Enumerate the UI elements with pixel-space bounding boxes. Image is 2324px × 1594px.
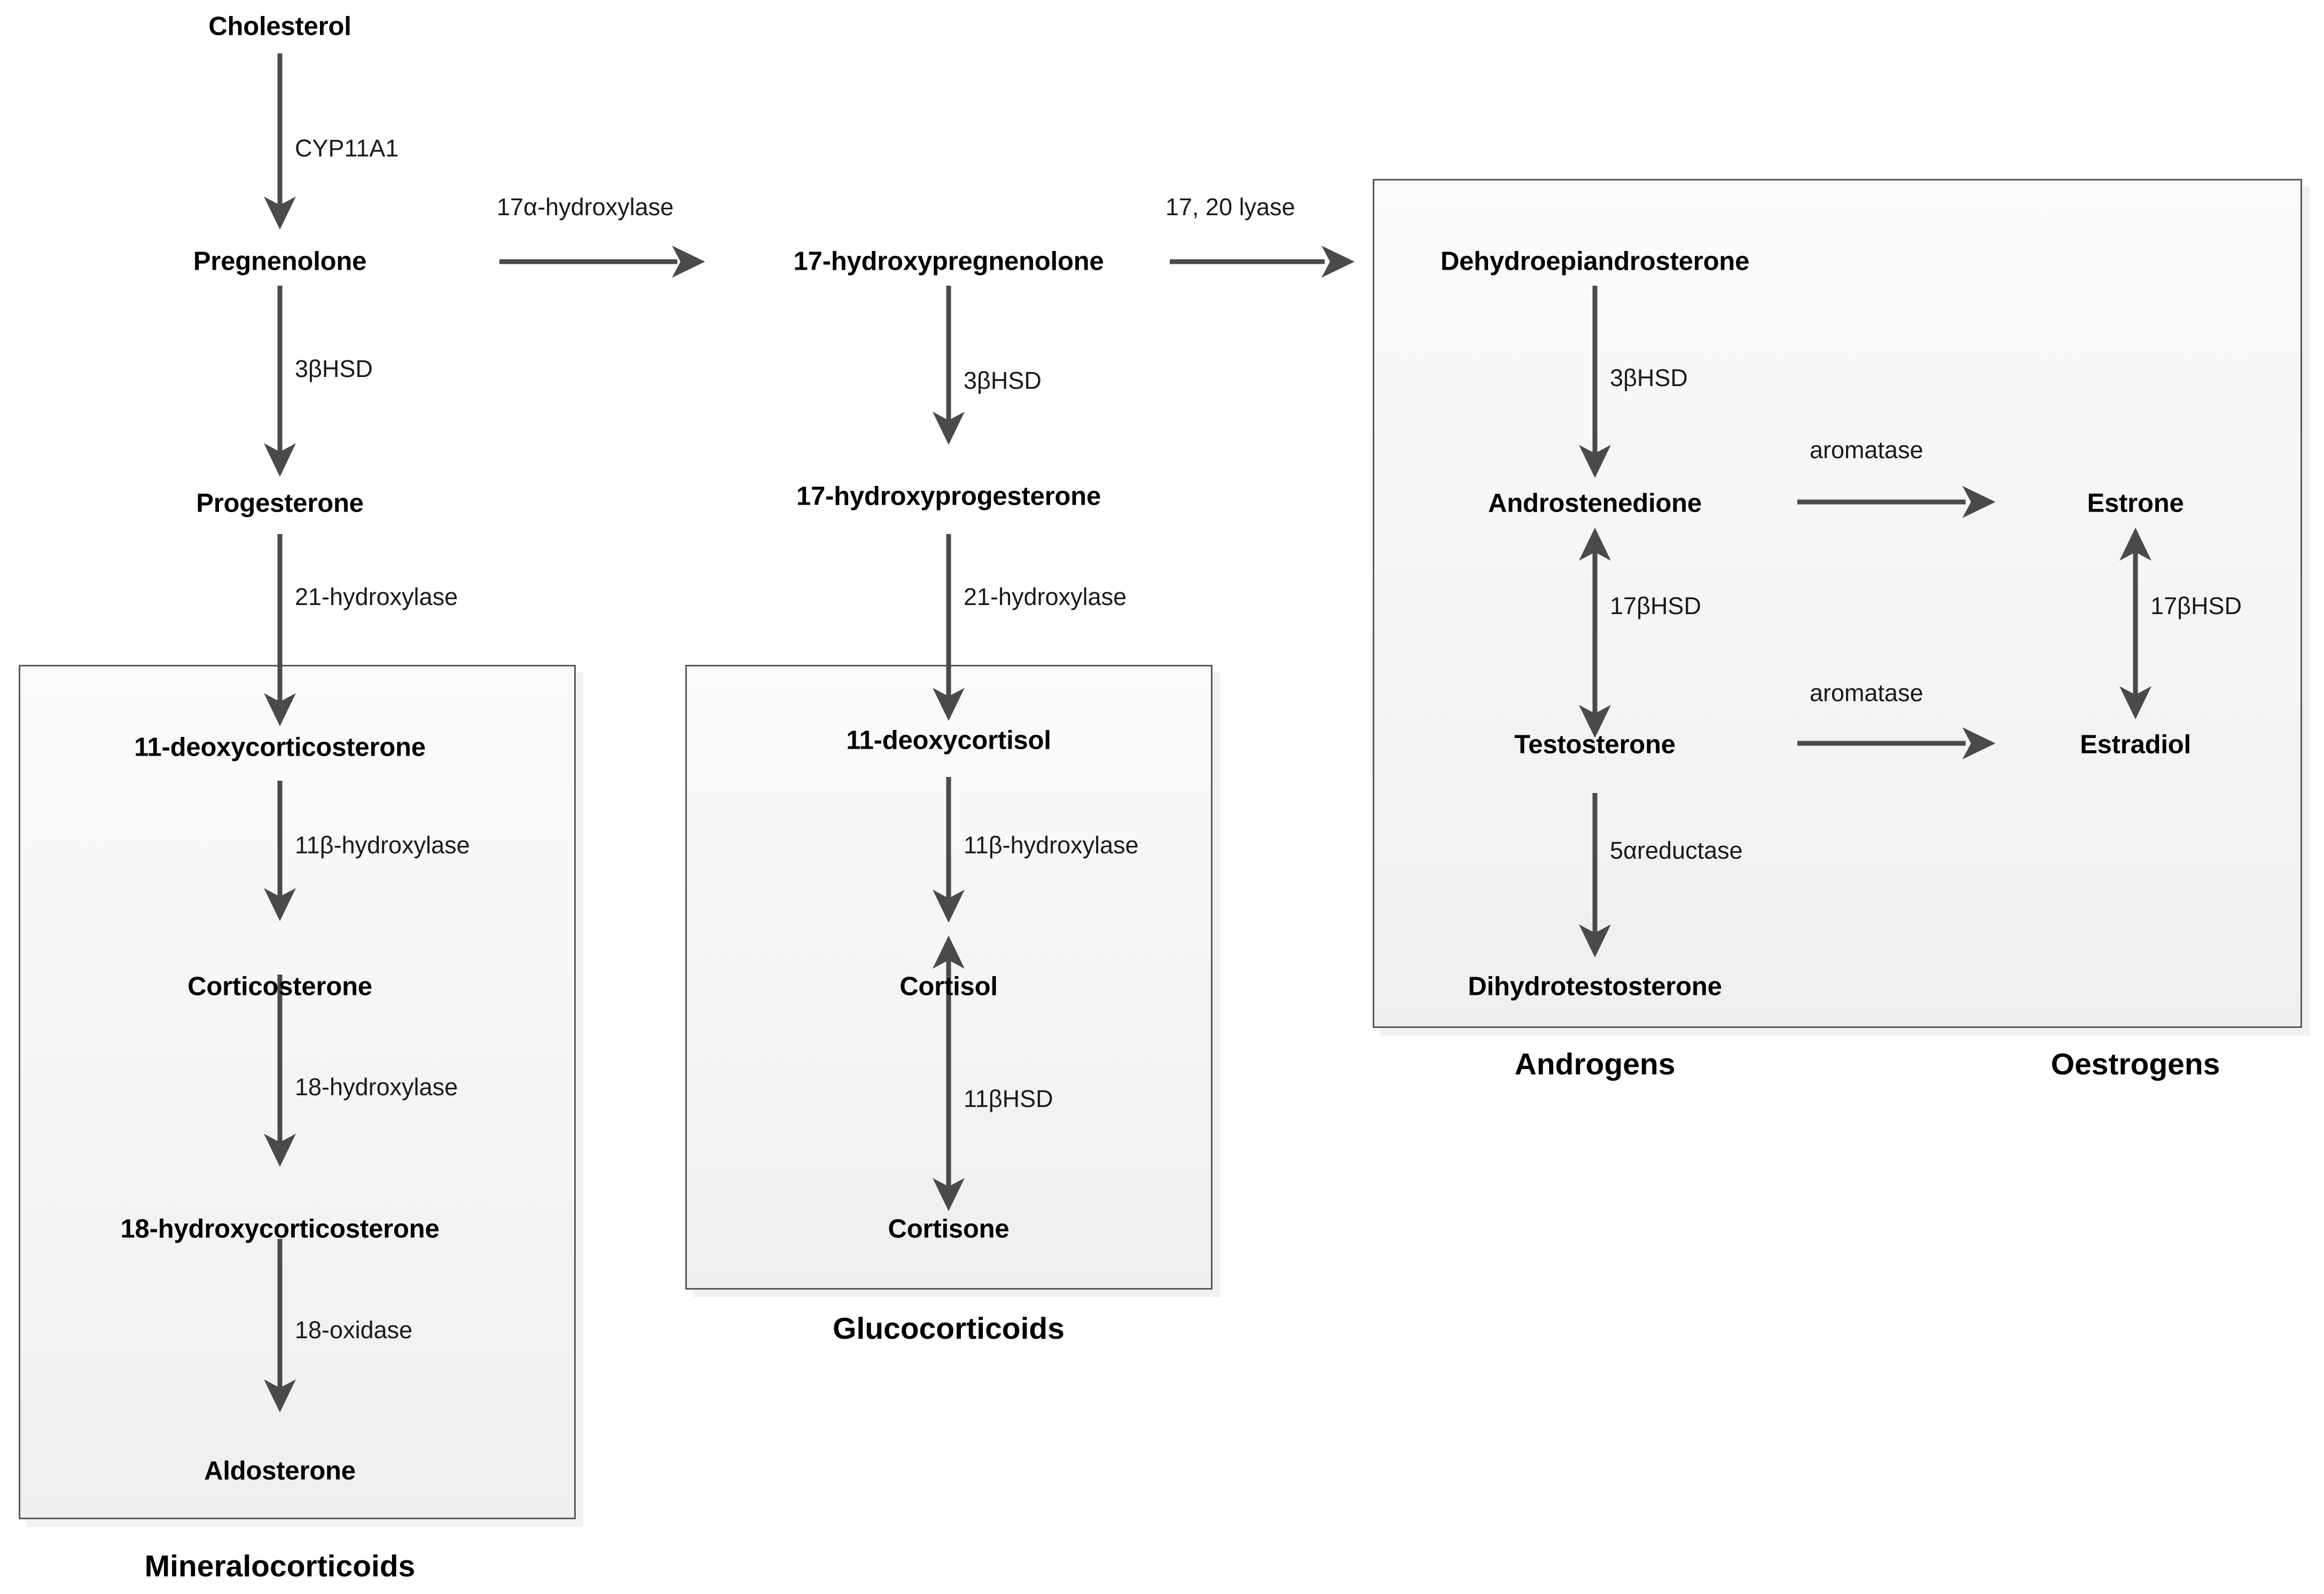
group-caption-mineralocorticoids: Mineralocorticoids xyxy=(144,1549,416,1583)
group-caption-oestrogens: Oestrogens xyxy=(2051,1047,2220,1081)
arrow-cholesterol-pregnenolone xyxy=(264,53,296,230)
enzyme-label-3bhsd-mid: 3βHSD xyxy=(964,367,1042,394)
enzyme-label-17bhsd-androgen: 17βHSD xyxy=(1610,592,1701,619)
enzyme-label-17bhsd-oestrogen: 17βHSD xyxy=(2150,592,2242,619)
enzyme-label-cyp11a1: CYP11A1 xyxy=(295,135,399,162)
enzyme-label-18-hydroxylase: 18-hydroxylase xyxy=(295,1073,458,1101)
node-17-hydroxypregnenolone: 17-hydroxypregnenolone xyxy=(793,247,1104,276)
arrow-pregnenolone-hydroxypregnenolone xyxy=(499,246,705,278)
enzyme-label-5a-reductase: 5αreductase xyxy=(1610,837,1743,864)
node-11-deoxycortisol: 11-deoxycortisol xyxy=(846,726,1051,755)
enzyme-label-17-20-lyase: 17, 20 lyase xyxy=(1165,193,1295,221)
node-corticosterone: Corticosterone xyxy=(187,972,372,1001)
node-estradiol: Estradiol xyxy=(2080,730,2191,759)
enzyme-label-aromatase-estrone: aromatase xyxy=(1810,436,1923,464)
enzyme-label-11b-hydroxylase-left: 11β-hydroxylase xyxy=(295,831,470,859)
node-progesterone: Progesterone xyxy=(196,489,364,518)
enzyme-label-aromatase-estradiol: aromatase xyxy=(1810,679,1923,706)
arrow-pregnenolone-progesterone xyxy=(264,286,296,477)
node-18-hydroxycorticosterone: 18-hydroxycorticosterone xyxy=(120,1214,440,1244)
node-estrone: Estrone xyxy=(2087,489,2184,518)
enzyme-label-3bhsd-right: 3βHSD xyxy=(1610,364,1688,391)
node-17-hydroxyprogesterone: 17-hydroxyprogesterone xyxy=(796,482,1101,511)
node-testosterone: Testosterone xyxy=(1514,730,1676,759)
group-box-androgens-oestrogens xyxy=(1373,179,2302,1028)
arrow-hydroxypregnenolone-dhea xyxy=(1170,246,1355,278)
group-caption-glucocorticoids: Glucocorticoids xyxy=(833,1312,1065,1346)
node-pregnenolone: Pregnenolone xyxy=(193,247,367,276)
node-androstenedione: Androstenedione xyxy=(1488,489,1702,518)
enzyme-label-11b-hydroxylase-mid: 11β-hydroxylase xyxy=(964,831,1139,859)
group-box-mineralocorticoids xyxy=(19,665,576,1519)
arrow-hydroxypregnenolone-hydroxyprogesterone xyxy=(933,286,965,445)
node-cortisol: Cortisol xyxy=(899,972,998,1001)
enzyme-label-3bhsd-left: 3βHSD xyxy=(295,355,373,382)
node-aldosterone: Aldosterone xyxy=(204,1456,356,1486)
node-11-deoxycorticosterone: 11-deoxycorticosterone xyxy=(134,733,426,762)
enzyme-label-21-hydroxylase-mid: 21-hydroxylase xyxy=(964,583,1127,610)
enzyme-label-17a-hydroxylase: 17α-hydroxylase xyxy=(497,193,674,221)
enzyme-label-11bhsd: 11βHSD xyxy=(964,1085,1053,1112)
enzyme-label-21-hydroxylase-left: 21-hydroxylase xyxy=(295,583,458,610)
node-cortisone: Cortisone xyxy=(888,1214,1010,1244)
node-dihydrotestosterone: Dihydrotestosterone xyxy=(1468,972,1722,1001)
node-dehydroepiandrosterone: Dehydroepiandrosterone xyxy=(1440,247,1750,276)
group-caption-androgens: Androgens xyxy=(1514,1047,1676,1081)
node-cholesterol: Cholesterol xyxy=(208,12,351,41)
enzyme-label-18-oxidase: 18-oxidase xyxy=(295,1316,413,1344)
